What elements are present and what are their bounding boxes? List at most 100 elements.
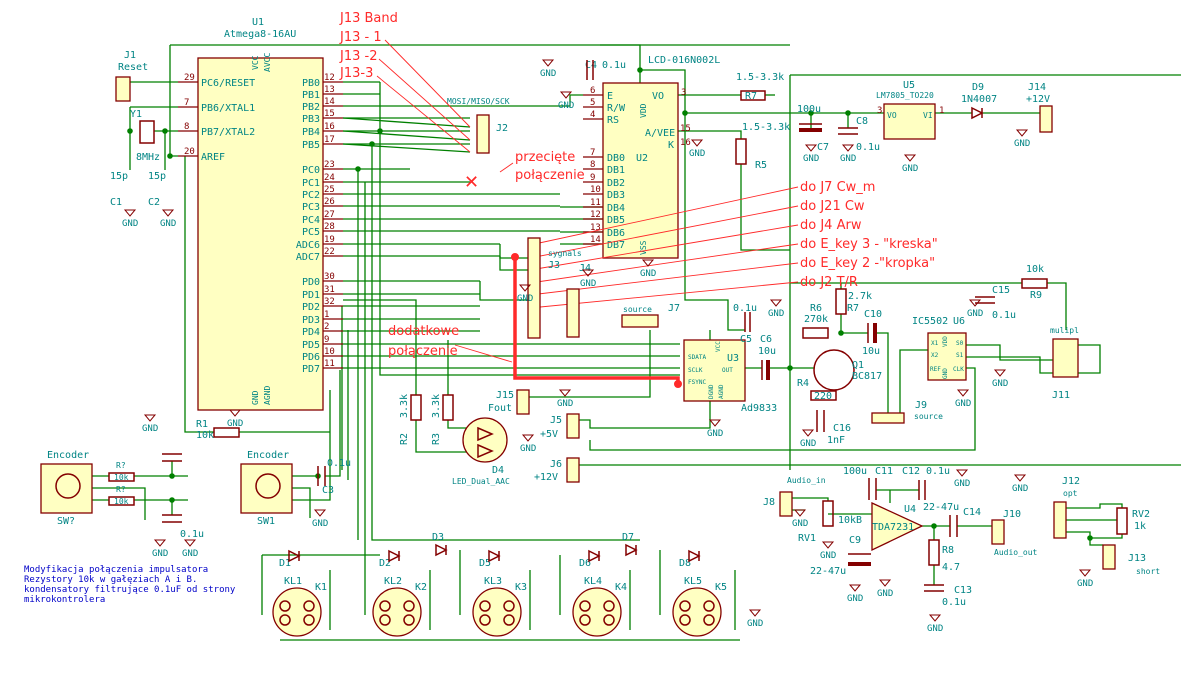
wire xyxy=(470,94,583,107)
wire xyxy=(342,117,471,128)
d9-ref: D9 xyxy=(972,82,984,93)
ground-icon xyxy=(956,389,970,397)
u6-value: IC5502 xyxy=(912,316,948,327)
c16-value: 1nF xyxy=(827,435,845,446)
wire xyxy=(92,487,146,520)
ground-icon xyxy=(641,259,655,267)
wire xyxy=(1066,531,1123,546)
wire xyxy=(341,306,349,480)
diode-ref: D7 xyxy=(622,532,634,543)
u2-pin-number: 8 xyxy=(590,160,595,170)
u2-pin15: 15 xyxy=(680,124,691,134)
u1-pin-name: PC6/RESET xyxy=(201,78,255,89)
u2-vdd: VDD xyxy=(639,103,648,118)
c4-value: 0.1u xyxy=(602,60,626,71)
j5-ref: J5 xyxy=(550,415,562,426)
wire xyxy=(740,164,790,251)
u5-vo: VO xyxy=(887,111,897,120)
wire xyxy=(379,82,680,376)
c2-ref: C2 xyxy=(148,197,160,208)
annotation-to-j2: do J2 T/R xyxy=(800,275,858,290)
u2-pin-number: 14 xyxy=(590,235,601,245)
u1-value: Atmega8-16AU xyxy=(224,29,296,40)
ground-icon xyxy=(993,369,1007,377)
u1-pin-name: PB2 xyxy=(302,102,320,113)
r8-ref: R8 xyxy=(942,545,954,556)
r9-ref: R9 xyxy=(1030,290,1042,301)
wires xyxy=(92,44,1181,641)
j11-ref: J11 xyxy=(1052,390,1070,401)
wire xyxy=(343,299,417,395)
r7b-value: 2.7k xyxy=(848,291,872,302)
ground-icon xyxy=(559,91,573,99)
u6-ref: U6 xyxy=(953,316,965,327)
ground-icon xyxy=(123,209,137,217)
u1-pin-name: PD6 xyxy=(302,352,320,363)
r3-value: 3.3k xyxy=(431,394,442,418)
gnd-label: GND xyxy=(520,444,536,454)
diode-icon xyxy=(625,543,638,557)
u2-pin-name: DB2 xyxy=(607,178,625,189)
gnd-label: GND xyxy=(707,429,723,439)
u5-vi: VI xyxy=(923,111,933,120)
c1-ref: C1 xyxy=(110,197,122,208)
u1-pin-name: PB6/XTAL1 xyxy=(201,103,255,114)
u1-pin-number: 31 xyxy=(324,285,335,295)
u1-pin-number: 2 xyxy=(324,322,329,332)
j2-ref: J2 xyxy=(496,123,508,134)
sw-unknown-ref: SW? xyxy=(57,516,75,527)
u1-pin-number: 19 xyxy=(324,235,335,245)
diode-icon xyxy=(588,549,601,563)
wire xyxy=(261,554,380,615)
u2-pin-name: E xyxy=(607,91,613,102)
r2-value: 3.3k xyxy=(399,394,410,418)
key-connector-body xyxy=(472,587,522,637)
note-line-1: Modyfikacja połączenia impulsatora xyxy=(24,565,208,575)
note-line-3: kondensatory filtrujące 0.1uF od strony xyxy=(24,585,236,595)
encoder-a-label: Encoder xyxy=(47,450,89,461)
r-unknown-2-ref: R? xyxy=(116,485,126,494)
gnd-label: GND xyxy=(792,519,808,529)
u1-pin-name: PB4 xyxy=(302,127,320,138)
encoder-sw-unknown: Encoder SW? 10k 10k R? R? 0.1u xyxy=(40,450,204,540)
ground-icon xyxy=(955,469,969,477)
gnd-label: GND xyxy=(803,154,819,164)
u1-pin-number: 23 xyxy=(324,160,335,170)
u2-pin-name: DB4 xyxy=(607,203,625,214)
junction-dot xyxy=(127,128,133,134)
junction-dot xyxy=(162,128,168,134)
u1-pin-name: PB3 xyxy=(302,114,320,125)
r-unknown-1-ref: R? xyxy=(116,461,126,470)
u2-pin-number: 12 xyxy=(590,210,601,220)
c8-value: 0.1u xyxy=(856,142,880,153)
cut-mark-icon: ✕ xyxy=(464,172,479,193)
gnd-label: GND xyxy=(182,549,198,559)
j12-ref: J12 xyxy=(1062,476,1080,487)
u1-pin-number: 11 xyxy=(324,359,335,369)
rv2-value: 1k xyxy=(1134,521,1146,532)
diode-ref: D3 xyxy=(432,532,444,543)
u2-pin-number: 9 xyxy=(590,173,595,183)
r9-value: 10k xyxy=(1026,264,1044,275)
ground-icon xyxy=(313,509,327,517)
u3-ref: U3 xyxy=(727,353,739,364)
modification-note: Modyfikacja połączenia impulsatora Rezys… xyxy=(24,565,236,605)
r2-ref: R2 xyxy=(399,433,410,445)
u2-vss: VSS xyxy=(639,240,648,255)
c16-ref: C16 xyxy=(833,423,851,434)
annotation-to-j21: do J21 Cw xyxy=(800,199,865,214)
u1-pin-number: 15 xyxy=(324,109,335,119)
c8-ref: C8 xyxy=(856,116,868,127)
gnd-label: GND xyxy=(540,69,556,79)
u5-pin3: 3 xyxy=(877,106,882,116)
diode-icon xyxy=(688,549,701,563)
key-ref: K3 xyxy=(515,582,527,593)
junction-dot xyxy=(787,365,793,371)
y1-value: 8MHz xyxy=(136,152,160,163)
gnd-label: GND xyxy=(689,149,705,159)
diode-ref: D1 xyxy=(279,558,291,569)
ground-icon xyxy=(1078,569,1092,577)
r5-value: 1.5-3.3k xyxy=(742,122,790,133)
annotation-j13-2: J13 -2 xyxy=(339,49,377,64)
